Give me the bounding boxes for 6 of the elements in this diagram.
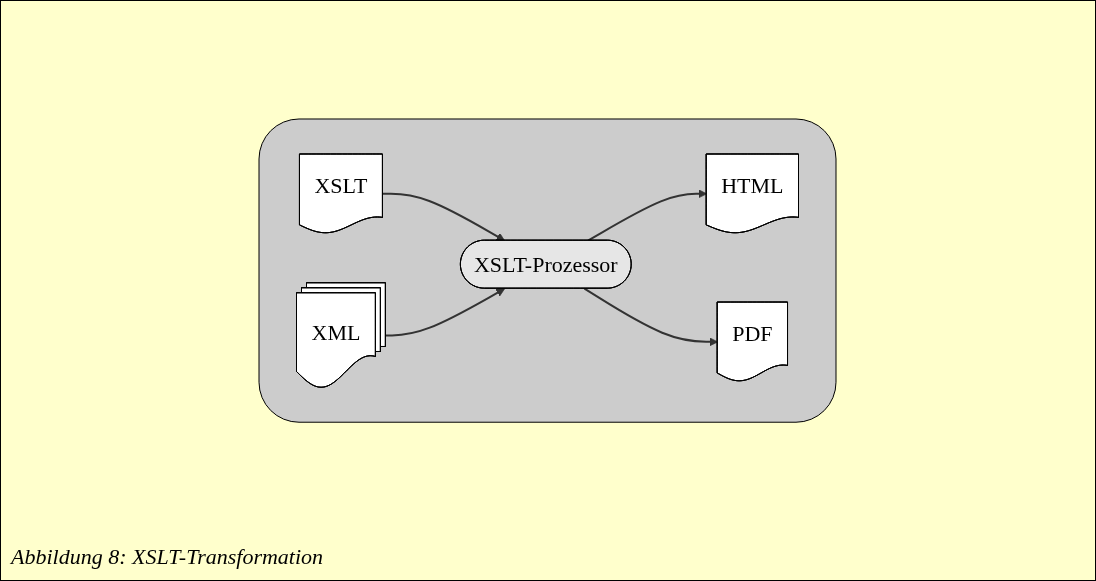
arrow bbox=[583, 287, 719, 347]
arrow bbox=[385, 288, 506, 337]
cluster bbox=[259, 118, 837, 423]
arrow bbox=[382, 192, 506, 241]
figure-caption: Abbildung 8: XSLT-Transformation bbox=[9, 543, 325, 571]
arrow bbox=[587, 189, 708, 242]
